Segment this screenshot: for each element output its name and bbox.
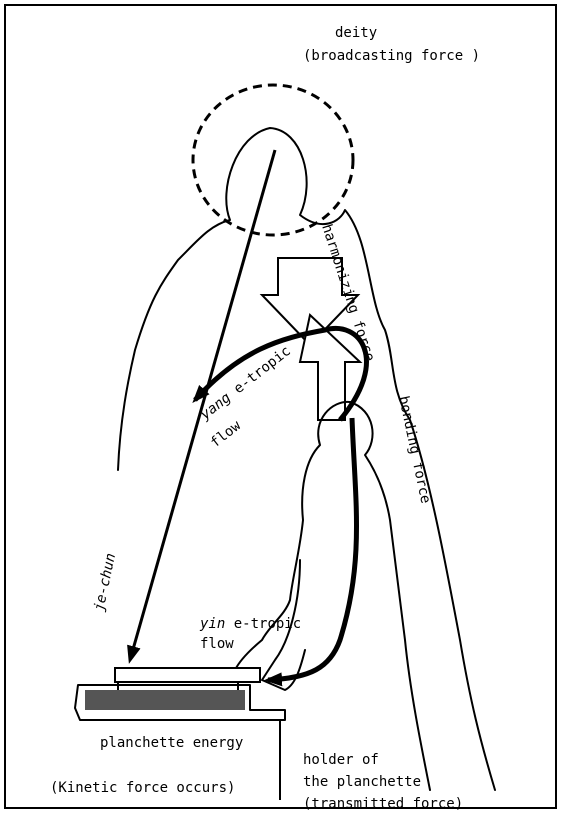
label-broadcasting-force: (broadcasting force ) (303, 48, 480, 64)
yin-word: yin (199, 616, 225, 632)
yin-rest: e-tropic (225, 616, 301, 632)
planchette-stick (115, 668, 260, 682)
label-holder-3: (transmitted force) (303, 796, 463, 812)
je-chun-arrow (130, 150, 275, 660)
label-yang-flow: flow (208, 417, 245, 451)
label-yin-flow: flow (200, 636, 234, 652)
label-deity: deity (335, 25, 377, 41)
label-planchette-energy: planchette energy (100, 735, 243, 751)
label-holder-1: holder of (303, 752, 379, 768)
label-holder-2: the planchette (303, 774, 421, 790)
label-bonding-force: bonding force (395, 395, 433, 506)
sand-fill (85, 690, 245, 710)
label-yin-e-tropic: yin e-tropic (199, 616, 301, 632)
label-kinetic-force: (Kinetic force occurs) (50, 780, 235, 796)
label-je-chun: je-chun (91, 552, 119, 613)
holder-silhouette (235, 402, 430, 790)
